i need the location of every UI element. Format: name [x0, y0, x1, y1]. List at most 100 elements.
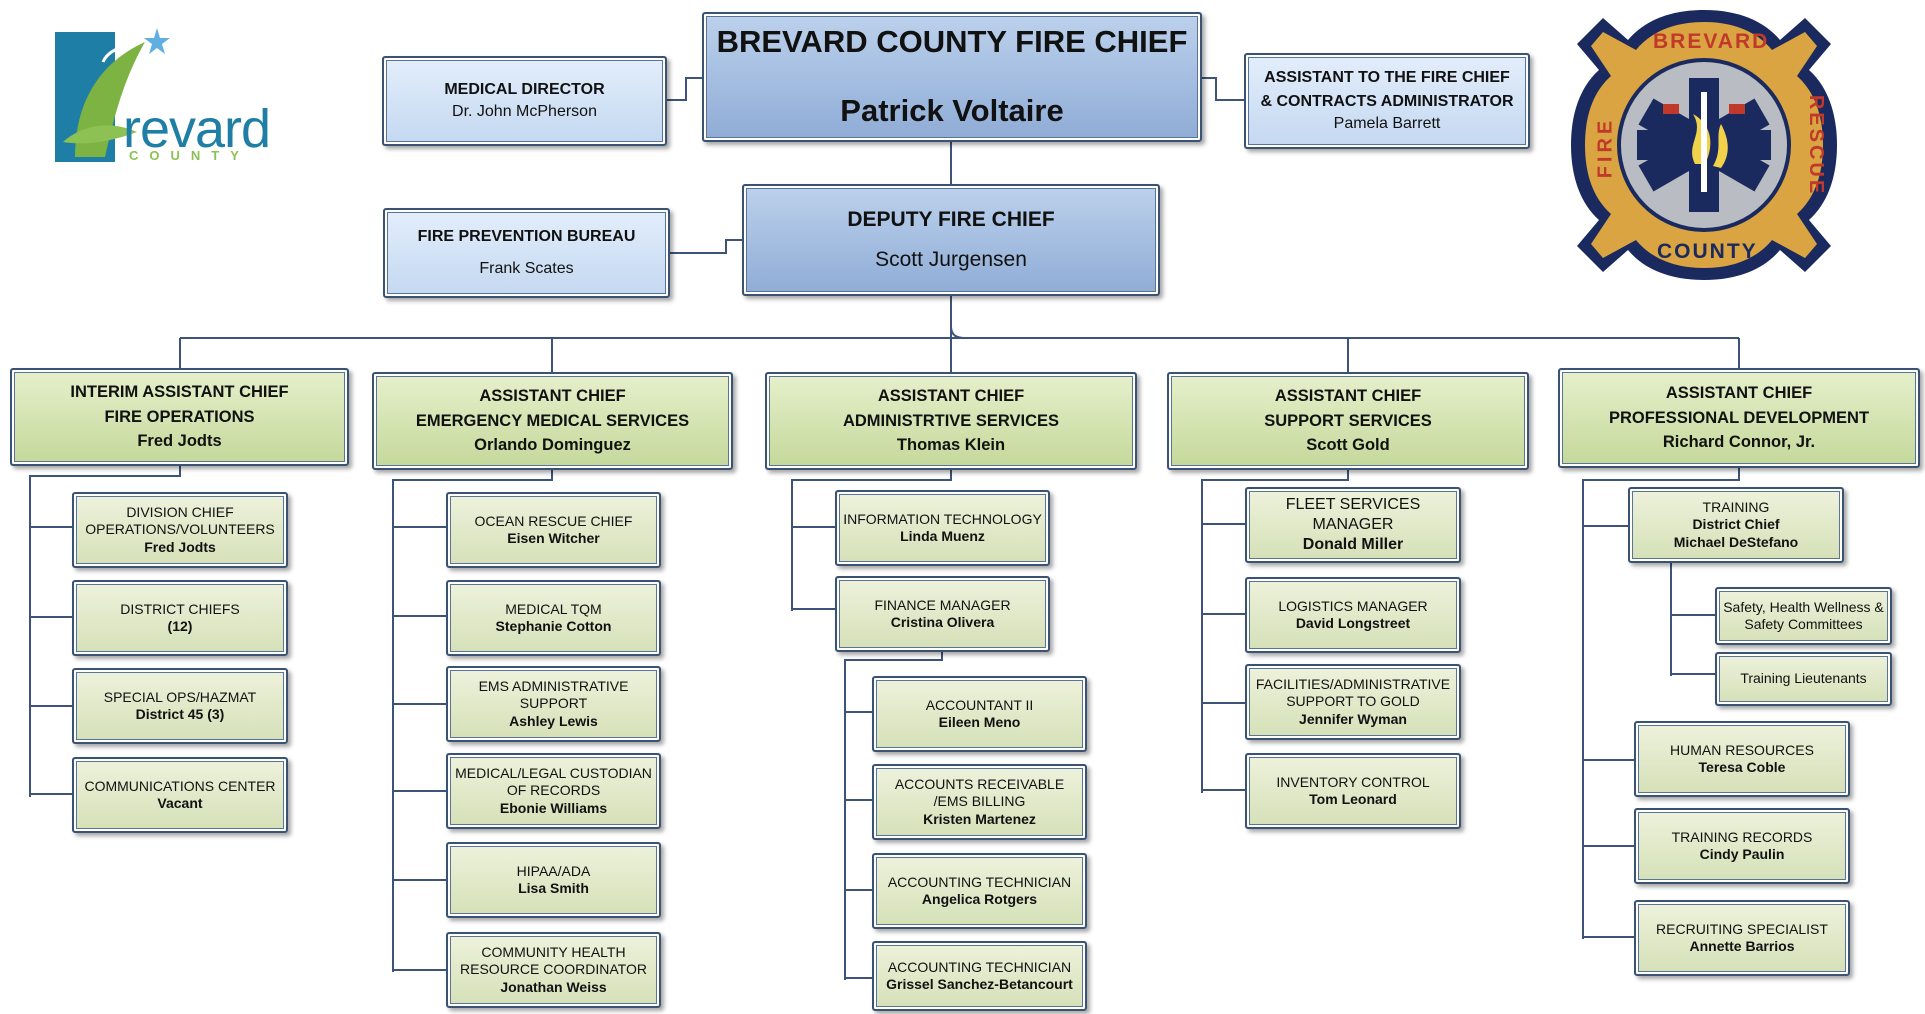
unit-title: MEDICAL/LEGAL CUSTODIAN — [455, 764, 652, 781]
unit-title: OPERATIONS/VOLUNTEERS — [85, 521, 275, 538]
unit-box[interactable]: FACILITIES/ADMINISTRATIVE SUPPORT TO GOL… — [1245, 664, 1461, 740]
unit-name: Tom Leonard — [1309, 791, 1397, 807]
division-title-line-1: ASSISTANT CHIEF — [877, 387, 1025, 406]
unit-box[interactable]: FINANCE MANAGER Cristina Olivera — [835, 576, 1050, 652]
unit-box[interactable]: COMMUNITY HEALTH RESOURCE COORDINATOR Jo… — [446, 932, 661, 1008]
finance-staff-box[interactable]: ACCOUNTING TECHNICIAN Grissel Sanchez-Be… — [872, 941, 1087, 1011]
unit-box[interactable]: MEDICAL TQM Stephanie Cotton — [446, 580, 661, 656]
fire-chief-name: Patrick Voltaire — [840, 93, 1064, 128]
unit-title: TRAINING — [1702, 498, 1770, 515]
unit-title: SUPPORT TO GOLD — [1286, 693, 1420, 710]
unit-title: ACCOUNTING TECHNICIAN — [887, 873, 1072, 890]
division-head-fire-operations[interactable]: INTERIM ASSISTANT CHIEF FIRE OPERATIONS … — [10, 368, 349, 466]
unit-box[interactable]: OCEAN RESCUE CHIEF Eisen Witcher — [446, 492, 661, 568]
unit-name: Fred Jodts — [144, 538, 216, 555]
division-head-name: Orlando Dominguez — [474, 436, 631, 455]
training-sub-box[interactable]: Safety, Health Wellness & Safety Committ… — [1715, 587, 1892, 645]
unit-name: Ashley Lewis — [509, 712, 598, 729]
deputy-fire-chief-box[interactable]: DEPUTY FIRE CHIEF Scott Jurgensen — [742, 184, 1160, 296]
deputy-name: Scott Jurgensen — [875, 248, 1027, 271]
division-head-name: Thomas Klein — [896, 436, 1006, 455]
unit-title: INFORMATION TECHNOLOGY — [843, 510, 1042, 527]
unit-title: HIPAA/ADA — [516, 862, 591, 879]
unit-box[interactable]: FLEET SERVICES MANAGER Donald Miller — [1245, 487, 1461, 563]
unit-name: Jennifer Wyman — [1299, 710, 1407, 727]
unit-box[interactable]: RECRUITING SPECIALIST Annette Barrios — [1634, 900, 1850, 976]
unit-box[interactable]: TRAINING RECORDS Cindy Paulin — [1634, 808, 1850, 884]
deputy-title: DEPUTY FIRE CHIEF — [847, 207, 1055, 231]
division-title-line-1: INTERIM ASSISTANT CHIEF — [70, 383, 289, 402]
unit-name: District 45 (3) — [135, 706, 225, 722]
medical-director-title: MEDICAL DIRECTOR — [444, 81, 605, 98]
badge-text-right: RESCUE — [1805, 94, 1828, 197]
unit-title: MEDICAL TQM — [505, 600, 602, 617]
finance-staff-box[interactable]: ACCOUNTING TECHNICIAN Angelica Rotgers — [872, 853, 1087, 929]
division-title-line-2: EMERGENCY MEDICAL SERVICES — [415, 411, 690, 430]
unit-title: ACCOUNTING TECHNICIAN — [887, 958, 1072, 975]
maltese-cross-icon — [1571, 10, 1837, 280]
unit-title: Safety Committees — [1744, 616, 1863, 632]
unit-title: DIVISION CHIEF — [126, 503, 234, 520]
unit-box[interactable]: HIPAA/ADA Lisa Smith — [446, 842, 661, 918]
badge-text-left: FIRE — [1594, 116, 1617, 179]
fire-prevention-title: FIRE PREVENTION BUREAU — [417, 228, 636, 245]
brevard-county-logo: revard COUNTY — [45, 22, 290, 167]
division-head-administrative-services[interactable]: ASSISTANT CHIEF ADMINISTRTIVE SERVICES T… — [765, 372, 1137, 470]
unit-name: Eileen Meno — [938, 714, 1021, 730]
training-box[interactable]: TRAINING District Chief Michael DeStefan… — [1628, 487, 1844, 563]
unit-title: OF RECORDS — [506, 782, 601, 799]
unit-name: (12) — [167, 618, 193, 634]
unit-title: RESOURCE COORDINATOR — [460, 961, 647, 978]
unit-name: Jonathan Weiss — [500, 978, 607, 995]
unit-title: EMS ADMINISTRATIVE — [478, 677, 629, 694]
unit-name: Lisa Smith — [518, 880, 589, 896]
training-sub-box[interactable]: Training Lieutenants — [1715, 652, 1892, 706]
unit-title: SPECIAL OPS/HAZMAT — [103, 688, 257, 705]
division-title-line-2: PROFESSIONAL DEVELOPMENT — [1608, 408, 1870, 427]
unit-name: Michael DeStefano — [1673, 533, 1799, 550]
division-title-line-2: FIRE OPERATIONS — [104, 407, 255, 426]
unit-name: District Chief — [1692, 516, 1780, 533]
finance-staff-box[interactable]: ACCOUNTANT II Eileen Meno — [872, 676, 1087, 752]
division-head-name: Fred Jodts — [137, 432, 222, 451]
division-title-line-1: ASSISTANT CHIEF — [1274, 387, 1422, 406]
assistant-title-line-1: ASSISTANT TO THE FIRE CHIEF — [1264, 69, 1510, 86]
fire-chief-box[interactable]: BREVARD COUNTY FIRE CHIEF Patrick Voltai… — [702, 12, 1202, 142]
medical-director-box[interactable]: MEDICAL DIRECTOR Dr. John McPherson — [382, 56, 667, 146]
assistant-name: Pamela Barrett — [1333, 115, 1441, 132]
division-head-professional-development[interactable]: ASSISTANT CHIEF PROFESSIONAL DEVELOPMENT… — [1558, 368, 1920, 468]
unit-title: RECRUITING SPECIALIST — [1656, 920, 1828, 937]
brevard-leaf-icon — [55, 28, 170, 162]
badge-text-bottom: COUNTY — [1657, 240, 1758, 263]
badge-text-top: BREVARD — [1653, 30, 1770, 53]
unit-box[interactable]: MEDICAL/LEGAL CUSTODIAN OF RECORDS Eboni… — [446, 753, 661, 829]
unit-name: Donald Miller — [1302, 536, 1404, 553]
unit-box[interactable]: DISTRICT CHIEFS (12) — [72, 580, 288, 656]
unit-title: COMMUNICATIONS CENTER — [84, 777, 276, 794]
fire-prevention-bureau-box[interactable]: FIRE PREVENTION BUREAU Frank Scates — [383, 208, 670, 298]
county-subtext: COUNTY — [129, 148, 250, 163]
unit-title: HUMAN RESOURCES — [1670, 741, 1814, 758]
unit-box[interactable]: LOGISTICS MANAGER David Longstreet — [1245, 577, 1461, 653]
unit-name: Kristen Martenez — [923, 810, 1036, 827]
division-head-emergency-medical-services[interactable]: ASSISTANT CHIEF EMERGENCY MEDICAL SERVIC… — [372, 372, 733, 470]
unit-title: ACCOUNTS RECEIVABLE — [894, 775, 1065, 792]
unit-title: ACCOUNTANT II — [925, 696, 1034, 713]
unit-title: FACILITIES/ADMINISTRATIVE — [1255, 675, 1451, 692]
finance-staff-box[interactable]: ACCOUNTS RECEIVABLE /EMS BILLING Kristen… — [872, 764, 1087, 840]
fire-chief-title: BREVARD COUNTY FIRE CHIEF — [716, 24, 1188, 60]
unit-name: David Longstreet — [1295, 615, 1411, 631]
assistant-to-fire-chief-box[interactable]: ASSISTANT TO THE FIRE CHIEF & CONTRACTS … — [1244, 53, 1530, 149]
unit-box[interactable]: INVENTORY CONTROL Tom Leonard — [1245, 753, 1461, 829]
unit-name: Teresa Coble — [1698, 759, 1786, 775]
unit-box[interactable]: INFORMATION TECHNOLOGY Linda Muenz — [835, 490, 1050, 566]
unit-box[interactable]: DIVISION CHIEF OPERATIONS/VOLUNTEERS Fre… — [72, 492, 288, 568]
unit-box[interactable]: COMMUNICATIONS CENTER Vacant — [72, 757, 288, 833]
unit-box[interactable]: SPECIAL OPS/HAZMAT District 45 (3) — [72, 668, 288, 744]
unit-box[interactable]: EMS ADMINISTRATIVE SUPPORT Ashley Lewis — [446, 666, 661, 742]
unit-box[interactable]: HUMAN RESOURCES Teresa Coble — [1634, 721, 1850, 797]
unit-name: Cindy Paulin — [1699, 846, 1785, 862]
fire-rescue-badge-logo: BREVARD FIRE RESCUE COUNTY — [1565, 4, 1843, 286]
division-head-support-services[interactable]: ASSISTANT CHIEF SUPPORT SERVICES Scott G… — [1167, 372, 1529, 470]
assistant-title-line-2: & CONTRACTS ADMINISTRATOR — [1260, 93, 1514, 110]
